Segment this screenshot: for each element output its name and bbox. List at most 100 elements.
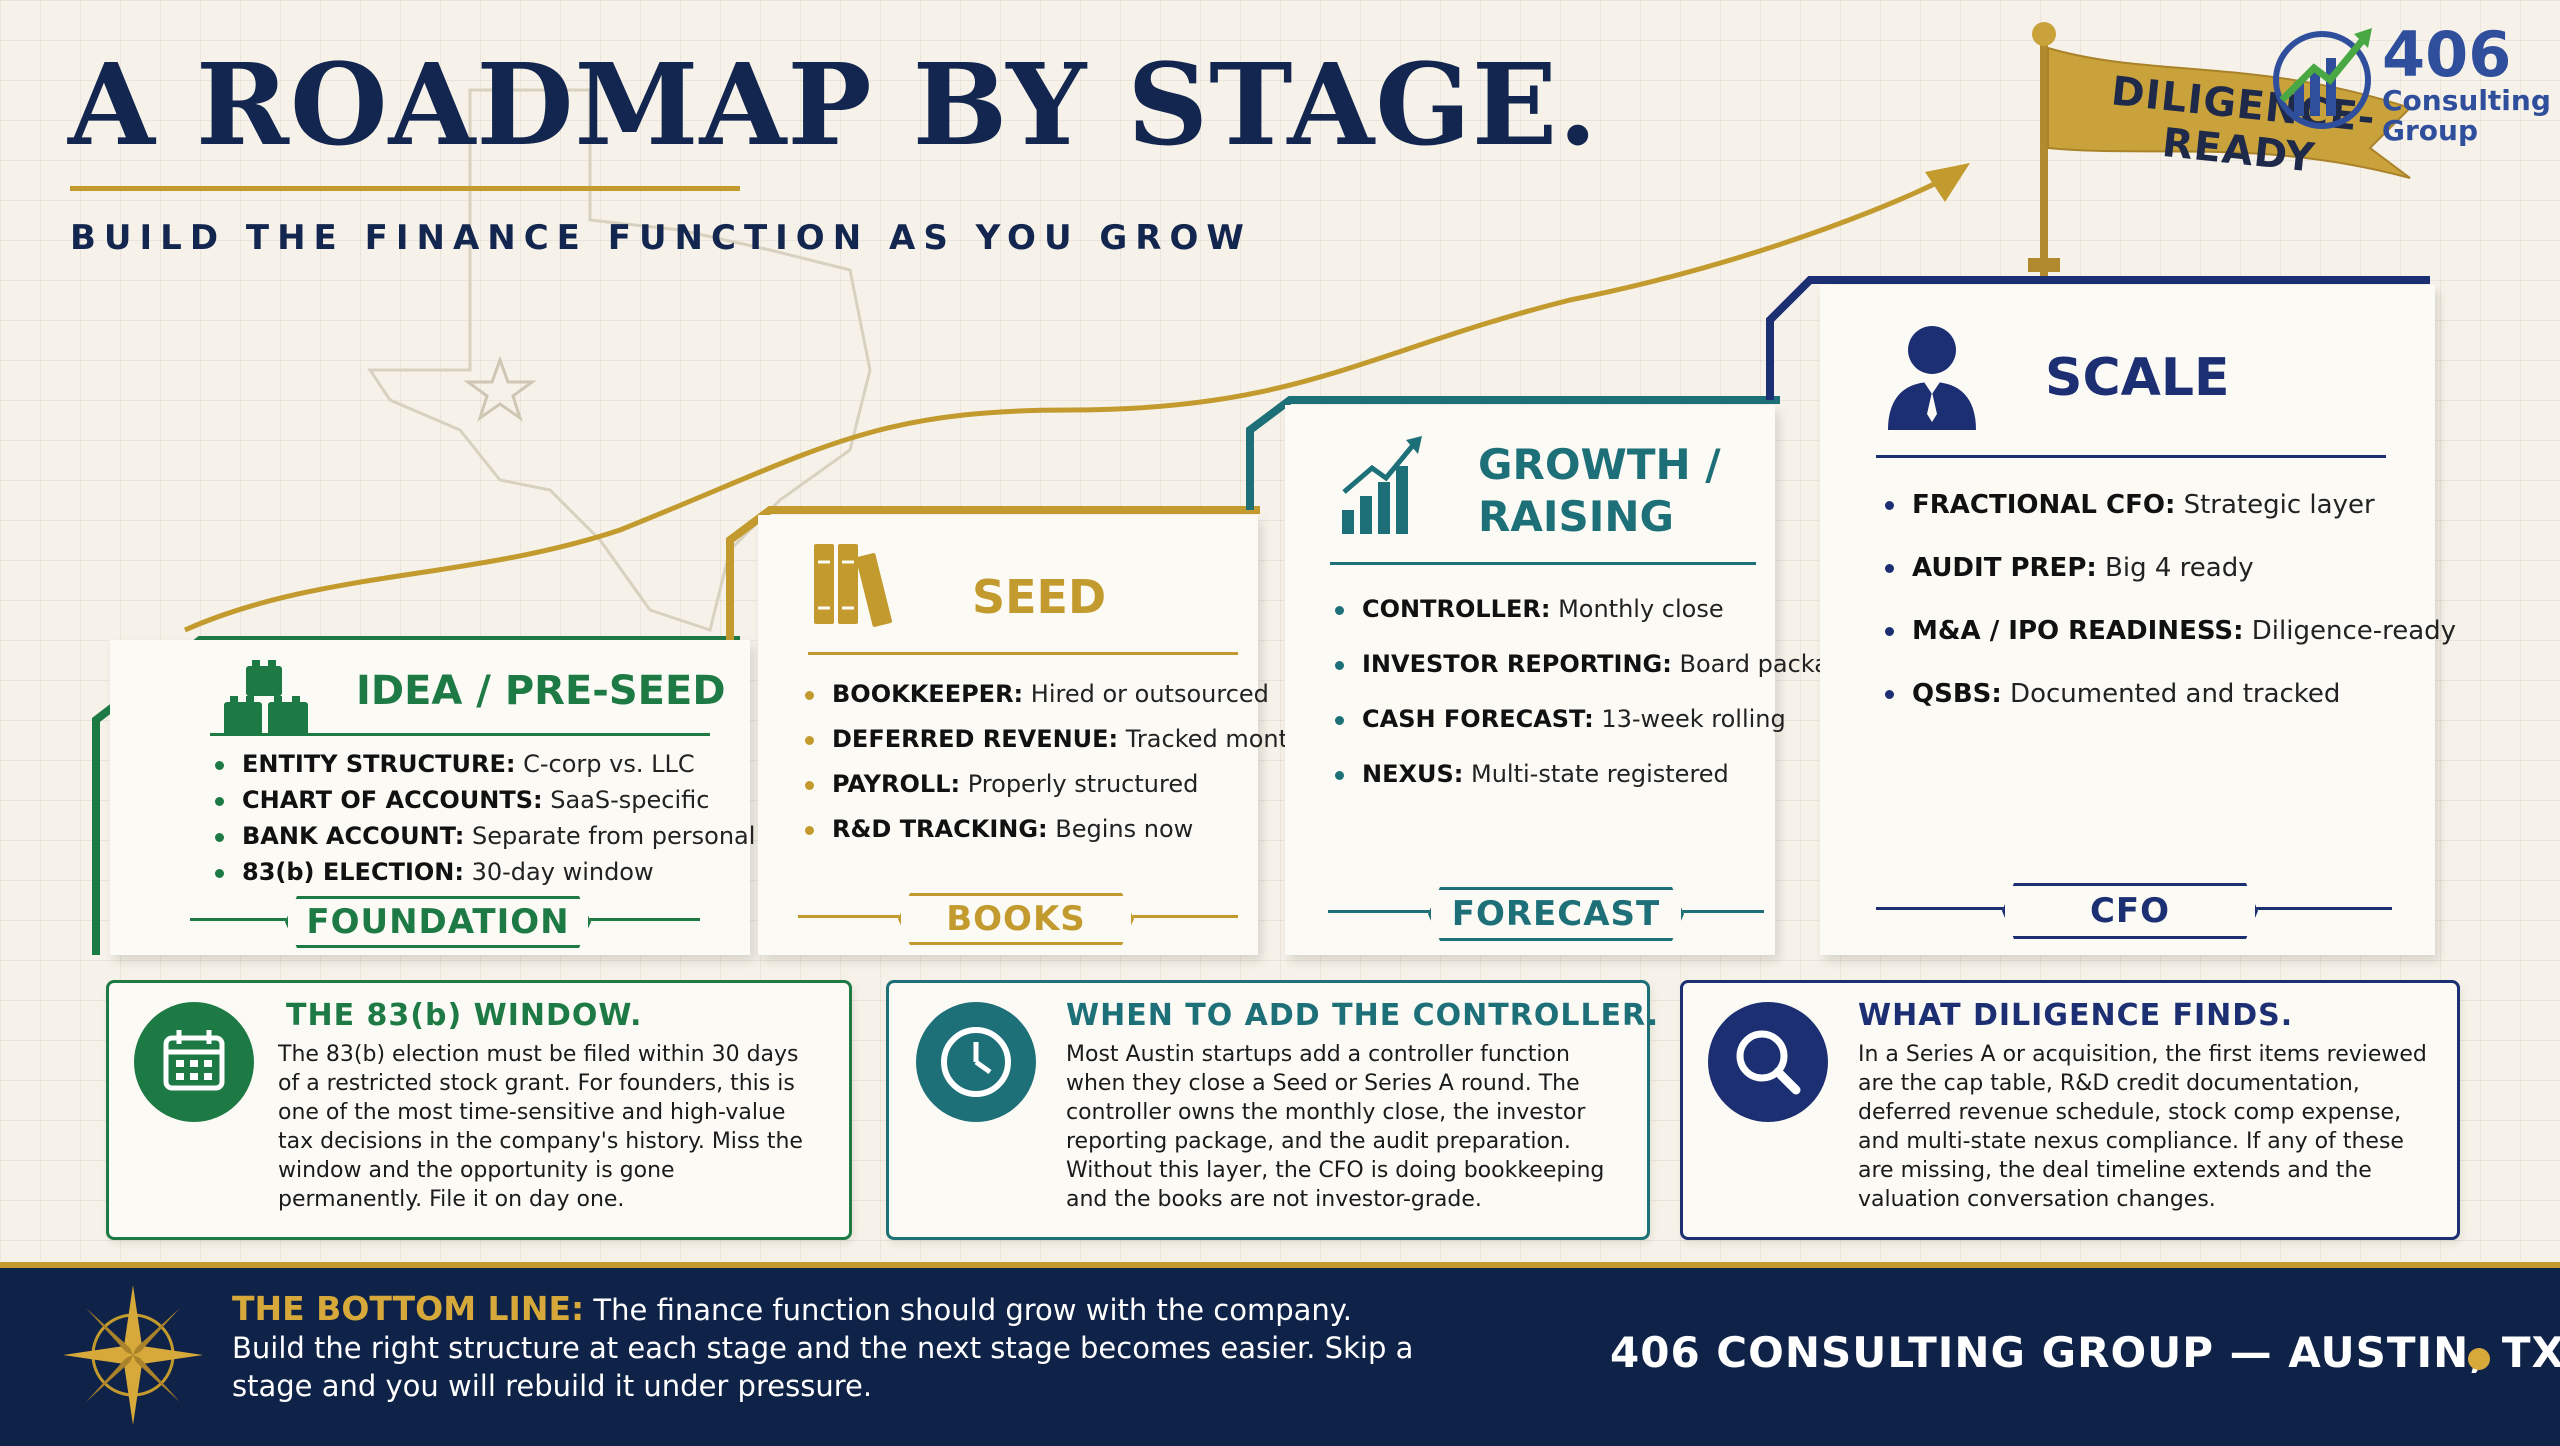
item-label: INVESTOR REPORTING: [1362, 650, 1672, 678]
logo-number: 406 [2382, 18, 2512, 91]
item-value: Multi-state registered [1471, 760, 1729, 788]
calendar-icon-circle [134, 1002, 254, 1122]
stage-items-growth-raising: CONTROLLER: Monthly close INVESTOR REPOR… [1335, 595, 1859, 815]
item-label: R&D TRACKING: [832, 815, 1048, 843]
magnifier-icon [1736, 1030, 1801, 1095]
bullet-icon [215, 796, 224, 806]
info-title-controller: WHEN TO ADD THE CONTROLLER. [1066, 998, 1660, 1033]
item-label: 83(b) ELECTION: [242, 858, 464, 886]
item-value: Separate from personal [471, 822, 756, 850]
bar-chart-arrow-icon [1342, 436, 1422, 534]
list-item: ENTITY STRUCTURE: C-corp vs. LLC [215, 750, 755, 786]
list-item: PAYROLL: Properly structured [805, 770, 1324, 815]
bullet-icon [215, 868, 224, 878]
stage-tag-forecast: FORECAST [1428, 887, 1684, 941]
bullet-icon [1885, 564, 1894, 573]
executive-person-icon [1888, 326, 1976, 430]
list-item: NEXUS: Multi-state registered [1335, 760, 1859, 815]
item-label: BOOKKEEPER: [832, 680, 1024, 708]
bullet-icon [805, 780, 814, 790]
footer-bar [0, 1262, 2560, 1446]
list-item: FRACTIONAL CFO: Strategic layer [1885, 490, 2456, 553]
item-value: 30-day window [471, 858, 654, 886]
calendar-icon [163, 1030, 225, 1091]
clock-icon-circle [916, 1002, 1036, 1122]
item-label: AUDIT PREP: [1912, 553, 2097, 583]
list-item: INVESTOR REPORTING: Board package [1335, 650, 1859, 705]
stage-title-growth-line2: RAISING [1478, 492, 1674, 541]
growth-chart-logo-icon [2273, 28, 2372, 129]
item-label: ENTITY STRUCTURE: [242, 750, 516, 778]
item-label: CHART OF ACCOUNTS: [242, 786, 543, 814]
list-item: CONTROLLER: Monthly close [1335, 595, 1859, 650]
books-icon [814, 544, 892, 627]
item-label: FRACTIONAL CFO: [1912, 490, 2176, 520]
list-item: R&D TRACKING: Begins now [805, 815, 1324, 860]
bottom-line-text: THE BOTTOM LINE: The finance function sh… [232, 1290, 1432, 1405]
stage-divider [1330, 562, 1756, 565]
bullet-icon [805, 825, 814, 835]
item-value: Documented and tracked [2010, 679, 2341, 709]
item-value: 13-week rolling [1601, 705, 1786, 733]
stage-title-growth-line1: GROWTH / [1478, 440, 1721, 489]
list-item: AUDIT PREP: Big 4 ready [1885, 553, 2456, 616]
item-label: CASH FORECAST: [1362, 705, 1594, 733]
stage-title-seed: SEED [972, 570, 1107, 624]
bullet-icon [1335, 660, 1344, 670]
bullet-icon [805, 690, 814, 700]
compass-rose-icon [63, 1285, 203, 1425]
list-item: CASH FORECAST: 13-week rolling [1335, 705, 1859, 760]
list-item: 83(b) ELECTION: 30-day window [215, 858, 755, 894]
item-value: Diligence-ready [2251, 616, 2457, 646]
list-item: QSBS: Documented and tracked [1885, 679, 2456, 742]
title-underline [70, 186, 740, 191]
bottom-line-lead: THE BOTTOM LINE: [232, 1289, 585, 1328]
info-body-83b: The 83(b) election must be filed within … [278, 1042, 803, 1212]
stage-items-seed: BOOKKEEPER: Hired or outsourced DEFERRED… [805, 680, 1324, 860]
page-title: A ROADMAP BY STAGE. [68, 40, 1599, 171]
stage-items-scale: FRACTIONAL CFO: Strategic layer AUDIT PR… [1885, 490, 2456, 742]
item-value: Properly structured [967, 770, 1199, 798]
list-item: CHART OF ACCOUNTS: SaaS-specific [215, 786, 755, 822]
list-item: DEFERRED REVENUE: Tracked monthly [805, 725, 1324, 770]
stage-title-idea-preseed: IDEA / PRE-SEED [356, 668, 726, 714]
list-item: BOOKKEEPER: Hired or outsourced [805, 680, 1324, 725]
item-value: Begins now [1055, 815, 1194, 843]
item-label: PAYROLL: [832, 770, 961, 798]
logo-text-group: Group [2382, 114, 2479, 147]
stage-divider [808, 652, 1238, 655]
stage-divider [1876, 455, 2386, 458]
logo-text-consulting: Consulting [2382, 84, 2551, 117]
bullet-icon [1885, 690, 1894, 699]
info-title-83b: THE 83(b) WINDOW. [286, 998, 643, 1033]
stage-divider [210, 733, 710, 736]
footer-dot [2468, 1348, 2490, 1370]
stage-tag-cfo: CFO [2002, 883, 2258, 939]
texas-map-outline [367, 88, 872, 632]
item-value: Hired or outsourced [1030, 680, 1269, 708]
bottom-line-body: The finance function should grow with th… [232, 1293, 1414, 1403]
item-label: DEFERRED REVENUE: [832, 725, 1119, 753]
info-title-diligence: WHAT DILIGENCE FINDS. [1858, 998, 2294, 1033]
bullet-icon [1335, 715, 1344, 725]
item-value: SaaS-specific [550, 786, 710, 814]
bullet-icon [215, 832, 224, 842]
item-value: Monthly close [1558, 595, 1724, 623]
info-body-controller: Most Austin startups add a controller fu… [1066, 1042, 1605, 1212]
bullet-icon [1335, 605, 1344, 615]
stage-title-scale: SCALE [2045, 348, 2230, 408]
stage-tag-foundation: FOUNDATION [285, 896, 591, 948]
item-label: BANK ACCOUNT: [242, 822, 465, 850]
info-body-diligence: In a Series A or acquisition, the first … [1858, 1042, 2427, 1212]
bullet-icon [215, 760, 224, 770]
list-item: M&A / IPO READINESS: Diligence-ready [1885, 616, 2456, 679]
clock-icon [941, 1027, 1011, 1097]
growth-arrow [183, 163, 1970, 633]
page-subtitle: BUILD THE FINANCE FUNCTION AS YOU GROW [70, 218, 1252, 258]
pennant-flag-icon [2028, 22, 2412, 276]
list-item: BANK ACCOUNT: Separate from personal [215, 822, 755, 858]
bullet-icon [1885, 627, 1894, 636]
bullet-icon [1335, 770, 1344, 780]
item-label: NEXUS: [1362, 760, 1464, 788]
item-value: Big 4 ready [2105, 553, 2254, 583]
